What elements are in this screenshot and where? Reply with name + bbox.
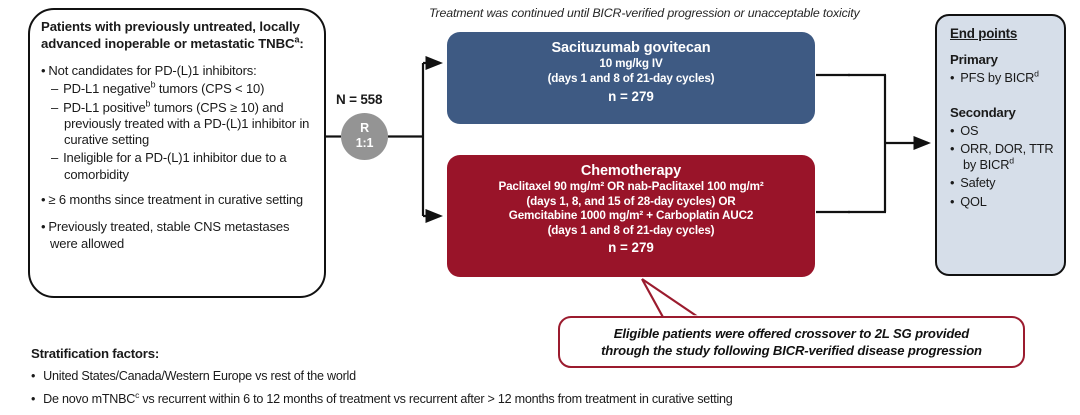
arm-detail-line: Gemcitabine 1000 mg/m² + Carboplatin AUC… <box>508 209 754 223</box>
callout-pointer-fill <box>642 279 700 318</box>
endpoints-primary-heading: Primary <box>950 52 998 67</box>
eligibility-title: Patients with previously untreated, loca… <box>41 19 304 51</box>
eligibility-sub-bullet-3: Ineligible for a PD-(L)1 inhibitor due t… <box>51 150 314 183</box>
endpoint-item-pfs: PFS by BICRd <box>950 68 1056 86</box>
crossover-line-1: Eligible patients were offered crossover… <box>613 326 970 341</box>
endpoint-item-orr-dor-ttr: ORR, DOR, TTR by BICRd <box>950 141 1056 172</box>
endpoints-panel: End points Primary PFS by BICRd Secondar… <box>935 14 1066 276</box>
footnote-marker-c: c <box>135 389 140 400</box>
arm-detail-line: 10 mg/kg IV <box>599 57 663 70</box>
footnote-marker-d: d <box>1034 68 1039 79</box>
footnote-marker-b2: b <box>145 98 151 109</box>
stratification-item-disease-history: De novo mTNBCc vs recurrent within 6 to … <box>31 389 931 407</box>
eligibility-sub-bullet-2: PD-L1 positiveb tumors (CPS ≥ 10) and pr… <box>51 98 314 149</box>
arm-sample-size: n = 279 <box>608 89 654 105</box>
arm-sample-size: n = 279 <box>608 240 654 256</box>
arm-detail-line: (days 1, 8, and 15 of 28-day cycles) OR <box>526 194 736 208</box>
randomization-node: R 1:1 <box>341 113 388 160</box>
arm-detail-line: Paclitaxel 90 mg/m² OR nab-Paclitaxel 10… <box>498 180 764 193</box>
stratification-title: Stratification factors: <box>31 346 160 361</box>
arm-name: Sacituzumab govitecan <box>551 40 711 56</box>
randomization-letter: R <box>360 121 369 135</box>
endpoint-item-safety: Safety <box>950 175 1056 191</box>
eligibility-list: Not candidates for PD-(L)1 inhibitors: P… <box>41 63 314 252</box>
endpoints-title: End points <box>950 26 1018 41</box>
stratification-factors: Stratification factors: United States/Ca… <box>31 346 931 407</box>
total-enrollment-label: N = 558 <box>336 92 383 107</box>
eligibility-bullet-1: Not candidates for PD-(L)1 inhibitors: <box>41 63 314 79</box>
arm-detail-line: (days 1 and 8 of 21-day cycles) <box>547 223 715 237</box>
footnote-marker-a: a <box>294 34 300 45</box>
endpoint-item-os: OS <box>950 123 1056 139</box>
endpoint-item-qol: QOL <box>950 194 1056 210</box>
arm-detail-line: (days 1 and 8 of 21-day cycles) <box>547 71 715 85</box>
endpoints-secondary-heading: Secondary <box>950 104 1016 120</box>
eligibility-sub-bullet-1: PD-L1 negativeb tumors (CPS < 10) <box>51 81 314 97</box>
arm-name: Chemotherapy <box>580 163 682 179</box>
arm-sacituzumab-govitecan: Sacituzumab govitecan 10 mg/kg IV (days … <box>447 32 815 124</box>
crossover-line-2: through the study following BICR-verifie… <box>601 343 982 358</box>
crossover-callout: Eligible patients were offered crossover… <box>558 316 1025 368</box>
callout-pointer-left <box>641 278 665 320</box>
eligibility-criteria-box: Patients with previously untreated, loca… <box>28 8 326 298</box>
callout-pointer-right <box>641 278 702 320</box>
crossover-callout-text: Eligible patients were offered crossover… <box>601 325 982 359</box>
footnote-marker-d2: d <box>1009 155 1014 166</box>
treatment-duration-caption: Treatment was continued until BICR-verif… <box>429 6 860 20</box>
eligibility-bullet-2: ≥ 6 months since treatment in curative s… <box>41 192 314 208</box>
randomization-ratio: 1:1 <box>355 136 374 150</box>
eligibility-bullet-3: Previously treated, stable CNS metastase… <box>41 219 314 252</box>
arm-chemotherapy: Chemotherapy Paclitaxel 90 mg/m² OR nab-… <box>447 155 815 277</box>
stratification-item-region: United States/Canada/Western Europe vs r… <box>31 369 931 384</box>
footnote-marker-b: b <box>150 79 156 90</box>
